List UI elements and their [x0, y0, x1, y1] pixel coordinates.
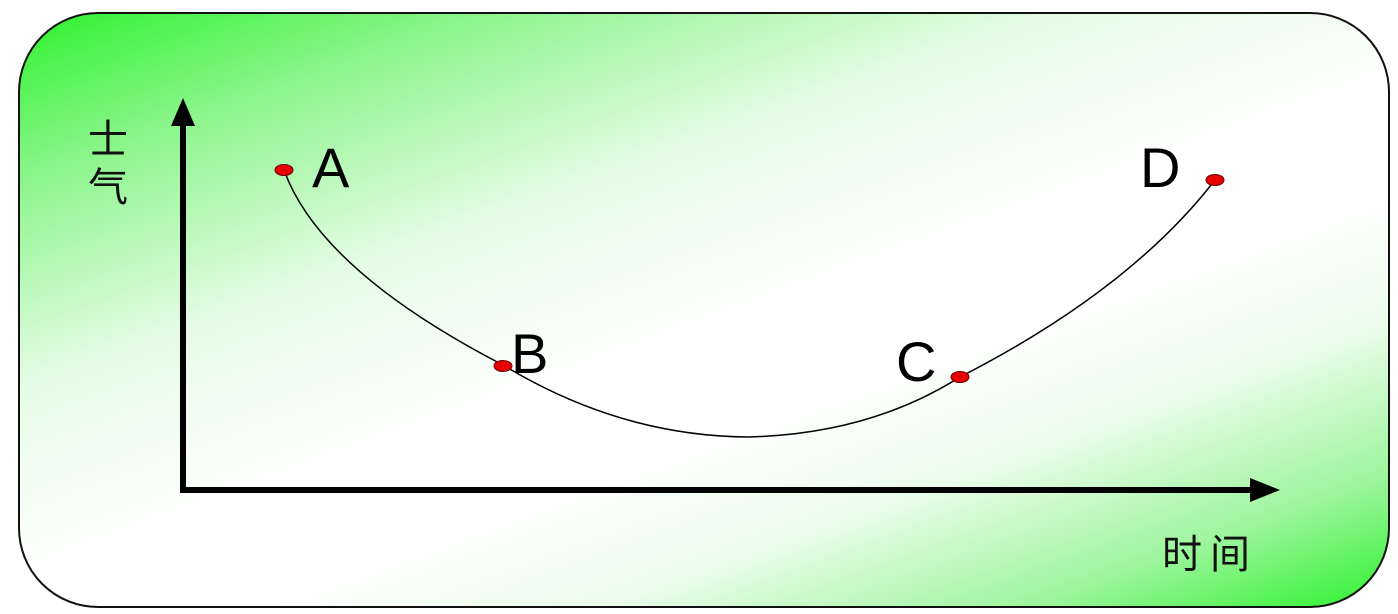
- point-c-marker: [950, 371, 970, 383]
- x-axis-title: 时间: [1162, 532, 1258, 578]
- point-a-marker: [274, 164, 294, 176]
- x-axis-arrowhead: [1250, 478, 1280, 502]
- point-d-marker: [1205, 174, 1225, 186]
- y-axis-title: 士气: [81, 118, 127, 214]
- y-axis-arrowhead: [171, 98, 195, 126]
- point-b-marker: [493, 360, 513, 372]
- point-b-label: B: [511, 322, 549, 385]
- diagram-background: [18, 12, 1390, 608]
- point-a-label: A: [312, 136, 350, 199]
- point-c-label: C: [896, 330, 937, 393]
- point-d-label: D: [1140, 136, 1181, 199]
- morale-curve: [283, 169, 1216, 438]
